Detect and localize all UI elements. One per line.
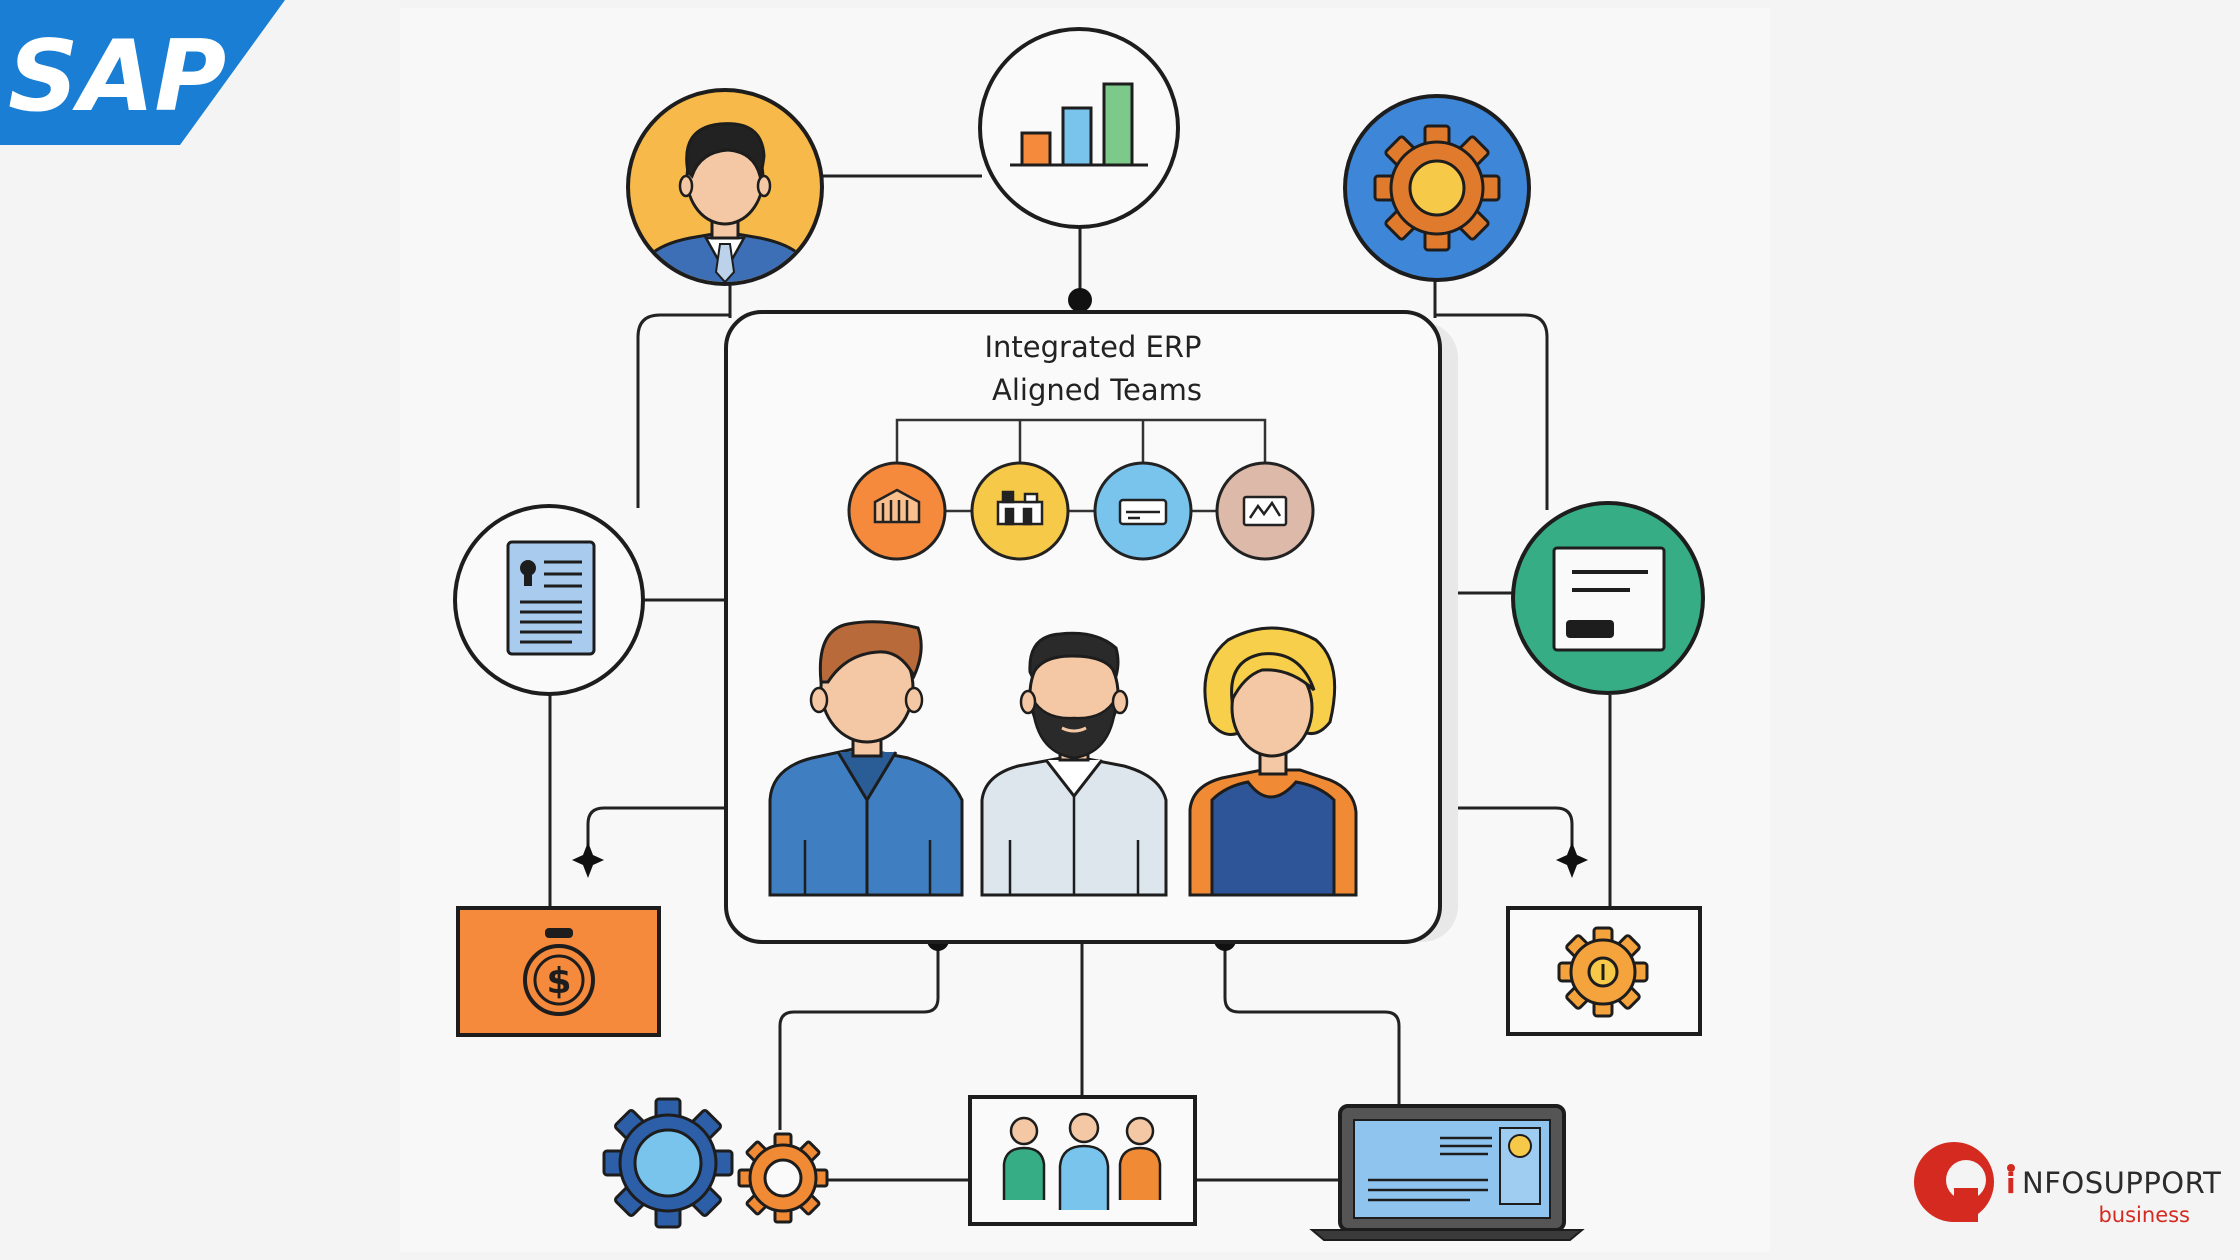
browser-window-icon [1552, 546, 1666, 652]
arrow-head-right [1556, 842, 1588, 878]
team-member-3 [1188, 626, 1358, 897]
analytics-circle[interactable] [978, 27, 1180, 229]
module-payment[interactable] [1093, 461, 1193, 561]
settings-box[interactable] [1506, 906, 1702, 1036]
laptop[interactable] [1309, 1104, 1585, 1241]
module-map[interactable] [1215, 461, 1315, 561]
settings-gear-icon [1557, 926, 1649, 1018]
bar-chart-icon [1010, 82, 1148, 167]
gears-group[interactable] [602, 1097, 829, 1229]
map-icon [1242, 495, 1288, 527]
sap-logo: SAP [0, 0, 285, 145]
gears-icon [602, 1097, 829, 1229]
businessman-avatar[interactable] [626, 88, 824, 290]
id-document-icon [506, 540, 596, 656]
team-board[interactable] [968, 1095, 1197, 1226]
team-member-1 [768, 620, 964, 897]
junction-dot-top [1068, 288, 1092, 312]
center-title: Integrated ERP [984, 330, 1201, 364]
arrow-head-left [572, 842, 604, 878]
infosupport-logo: i NFOSUPPORT business [1914, 1142, 2221, 1227]
finance-box[interactable]: $ [456, 906, 661, 1037]
team-member-2 [980, 631, 1168, 897]
gear-icon [1373, 124, 1501, 252]
payment-card-icon [1118, 498, 1168, 526]
warehouse-icon [873, 488, 921, 524]
factory-icon [996, 490, 1044, 526]
browser-circle[interactable] [1511, 501, 1705, 695]
document-circle[interactable] [453, 504, 645, 696]
money-bag-icon: $ [523, 928, 595, 1016]
module-factory[interactable] [970, 461, 1070, 561]
infosupport-name: NFOSUPPORT [2022, 1166, 2221, 1200]
laptop-icon [1309, 1104, 1585, 1241]
sap-logo-text: SAP [8, 20, 226, 134]
team-icon [1002, 1112, 1162, 1210]
connector-lines [548, 174, 1612, 1182]
central-panel: Integrated ERP Aligned Teams [724, 310, 1458, 944]
settings-circle[interactable] [1343, 94, 1531, 282]
center-subtitle: Aligned Teams [992, 373, 1202, 407]
infosupport-i: i [2006, 1167, 2016, 1200]
dollar-sign: $ [546, 961, 571, 1002]
module-warehouse[interactable] [847, 461, 947, 561]
infosupport-sub: business [2098, 1203, 2190, 1227]
